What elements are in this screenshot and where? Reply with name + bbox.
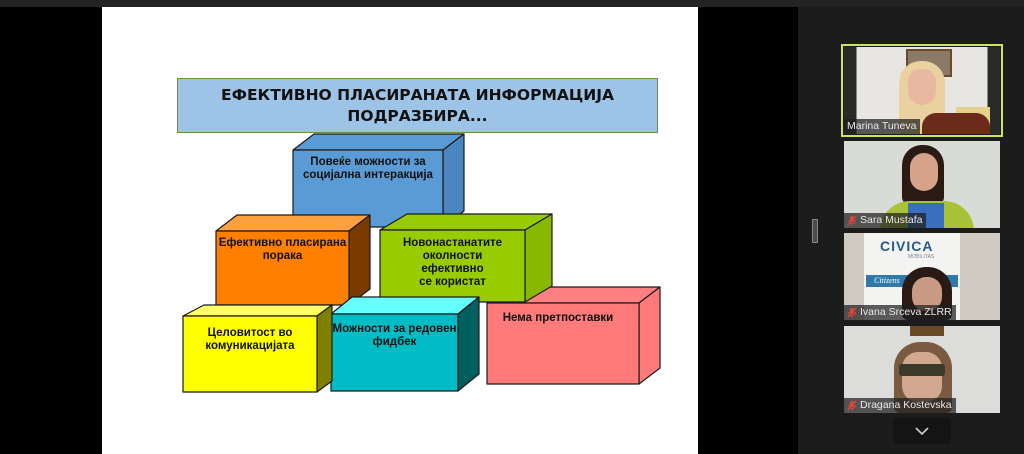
video-tile-marina-tuneva[interactable]: Marina Tuneva xyxy=(841,44,1003,137)
muted-mic-icon xyxy=(847,215,857,226)
cube-bottom-middle xyxy=(330,296,480,392)
slide-title: ЕФЕКТИВНО ПЛАСИРАНАТА ИНФОРМАЦИЈА ПОДРАЗ… xyxy=(177,78,658,133)
video-tile-ivana-srceva[interactable]: CIVICA MOBILITAS Citizens Ivana Srceva Z… xyxy=(844,233,1000,320)
drag-handle-icon[interactable] xyxy=(812,219,818,243)
muted-mic-icon xyxy=(847,400,857,411)
cube-mid-left xyxy=(215,214,371,306)
background-banner-logo: CIVICA xyxy=(880,238,934,254)
slide-title-line-1: ЕФЕКТИВНО ПЛАСИРАНАТА ИНФОРМАЦИЈА xyxy=(221,85,614,104)
cube-diagram xyxy=(182,133,661,393)
presentation-slide: ЕФЕКТИВНО ПЛАСИРАНАТА ИНФОРМАЦИЈА ПОДРАЗ… xyxy=(102,7,698,454)
video-tile-sara-mustafa[interactable]: Sara Mustafa xyxy=(844,141,1000,228)
muted-mic-icon xyxy=(847,307,857,318)
chevron-down-icon xyxy=(915,427,929,435)
cube-mid-right xyxy=(379,213,553,303)
video-tile-dragana-kostevska[interactable]: Dragana Kostevska xyxy=(844,326,1000,413)
show-more-participants-button[interactable] xyxy=(893,418,951,444)
slide-title-line-2: ПОДРАЗБИРА... xyxy=(347,106,488,125)
participant-name-label: Marina Tuneva xyxy=(844,119,921,134)
cube-bottom-left xyxy=(182,304,333,393)
cube-label-bottom-right: Нема претпоставки xyxy=(502,312,614,324)
window-top-bar xyxy=(0,0,1024,7)
participant-name-label: Sara Mustafa xyxy=(844,213,927,228)
participant-name-label: Dragana Kostevska xyxy=(844,398,956,413)
participant-name-label: Ivana Srceva ZLRR xyxy=(844,305,956,320)
